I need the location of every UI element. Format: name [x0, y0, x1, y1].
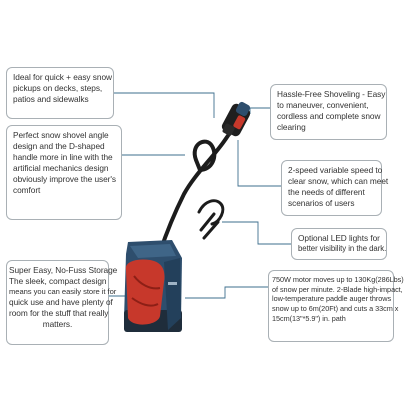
callout-line: means you can easily store it for — [9, 287, 117, 297]
callout-line: of snow per minute. 2-Blade high-impact, — [272, 284, 403, 294]
connector-use-cases — [114, 92, 215, 118]
callout-line: obviously improve the user's — [13, 174, 117, 185]
callout-line: Hassle-Free Shoveling - Easy — [277, 89, 386, 99]
callout-line: scenarios of users — [288, 198, 355, 209]
connector-lines — [95, 92, 291, 299]
callout-line: room for the stuff that really — [9, 308, 109, 319]
callout-motor: 750W motor moves up to 130Kg(286Lbs) of … — [268, 270, 404, 342]
callout-line: snow up to 6m(20Ft) and cuts a 33cm x — [272, 304, 399, 314]
callout-line: 750W motor moves up to 130Kg(286Lbs) — [272, 275, 404, 284]
callout-line: matters. — [42, 319, 73, 330]
auxiliary-handle — [197, 199, 225, 240]
callout-line: quick use and have plenty of — [9, 297, 113, 308]
callout-line: patios and sidewalks — [13, 94, 89, 105]
callout-line: cordless and complete snow — [277, 111, 381, 122]
shovel-head — [124, 240, 182, 332]
callout-use-cases: Ideal for quick + easy snow pickups on d… — [6, 67, 114, 119]
d-handle — [192, 139, 217, 173]
callout-line: Ideal for quick + easy snow — [13, 72, 112, 82]
callout-line: clear snow, which can meet — [288, 176, 389, 187]
callout-line: handle more in line with the — [13, 152, 113, 163]
callout-line: The sleek, compact design — [9, 276, 107, 287]
callout-line: better visibility in the dark. — [298, 244, 387, 254]
callout-line: Perfect snow shovel angle — [13, 130, 109, 140]
callout-line: 15cm(13"*5.9") in. path — [272, 313, 346, 323]
callout-hassle-free: Hassle-Free Shoveling - Easy to maneuver… — [270, 84, 387, 140]
connector-hassle-free — [249, 107, 270, 114]
callout-storage: Super Easy, No-Fuss Storage The sleek, c… — [6, 260, 118, 345]
callout-line: pickups on decks, steps, — [13, 83, 103, 94]
callout-led-lights: Optional LED lights for better visibilit… — [291, 228, 387, 260]
callout-line: the needs of different — [288, 187, 365, 198]
callout-angle-design: Perfect snow shovel angle design and the… — [6, 125, 122, 220]
connector-variable-speed — [237, 140, 281, 187]
callout-line: to maneuver, convenient, — [277, 100, 369, 111]
callout-line: clearing — [277, 122, 306, 133]
callout-variable-speed: 2-speed variable speed to clear snow, wh… — [281, 160, 389, 216]
callout-line: Super Easy, No-Fuss Storage — [9, 265, 118, 275]
callout-line: artificial mechanics design — [13, 163, 109, 174]
callout-line: comfort — [13, 185, 41, 196]
callout-line: low-temperature paddle auger throws — [272, 294, 392, 304]
top-handle — [221, 101, 251, 137]
shaft — [158, 120, 238, 254]
callout-line: Optional LED lights for — [298, 233, 380, 243]
callout-line: design and the D-shaped — [13, 141, 105, 152]
connector-motor — [185, 286, 270, 299]
connector-led — [222, 221, 291, 245]
callout-line: 2-speed variable speed to — [288, 165, 383, 175]
